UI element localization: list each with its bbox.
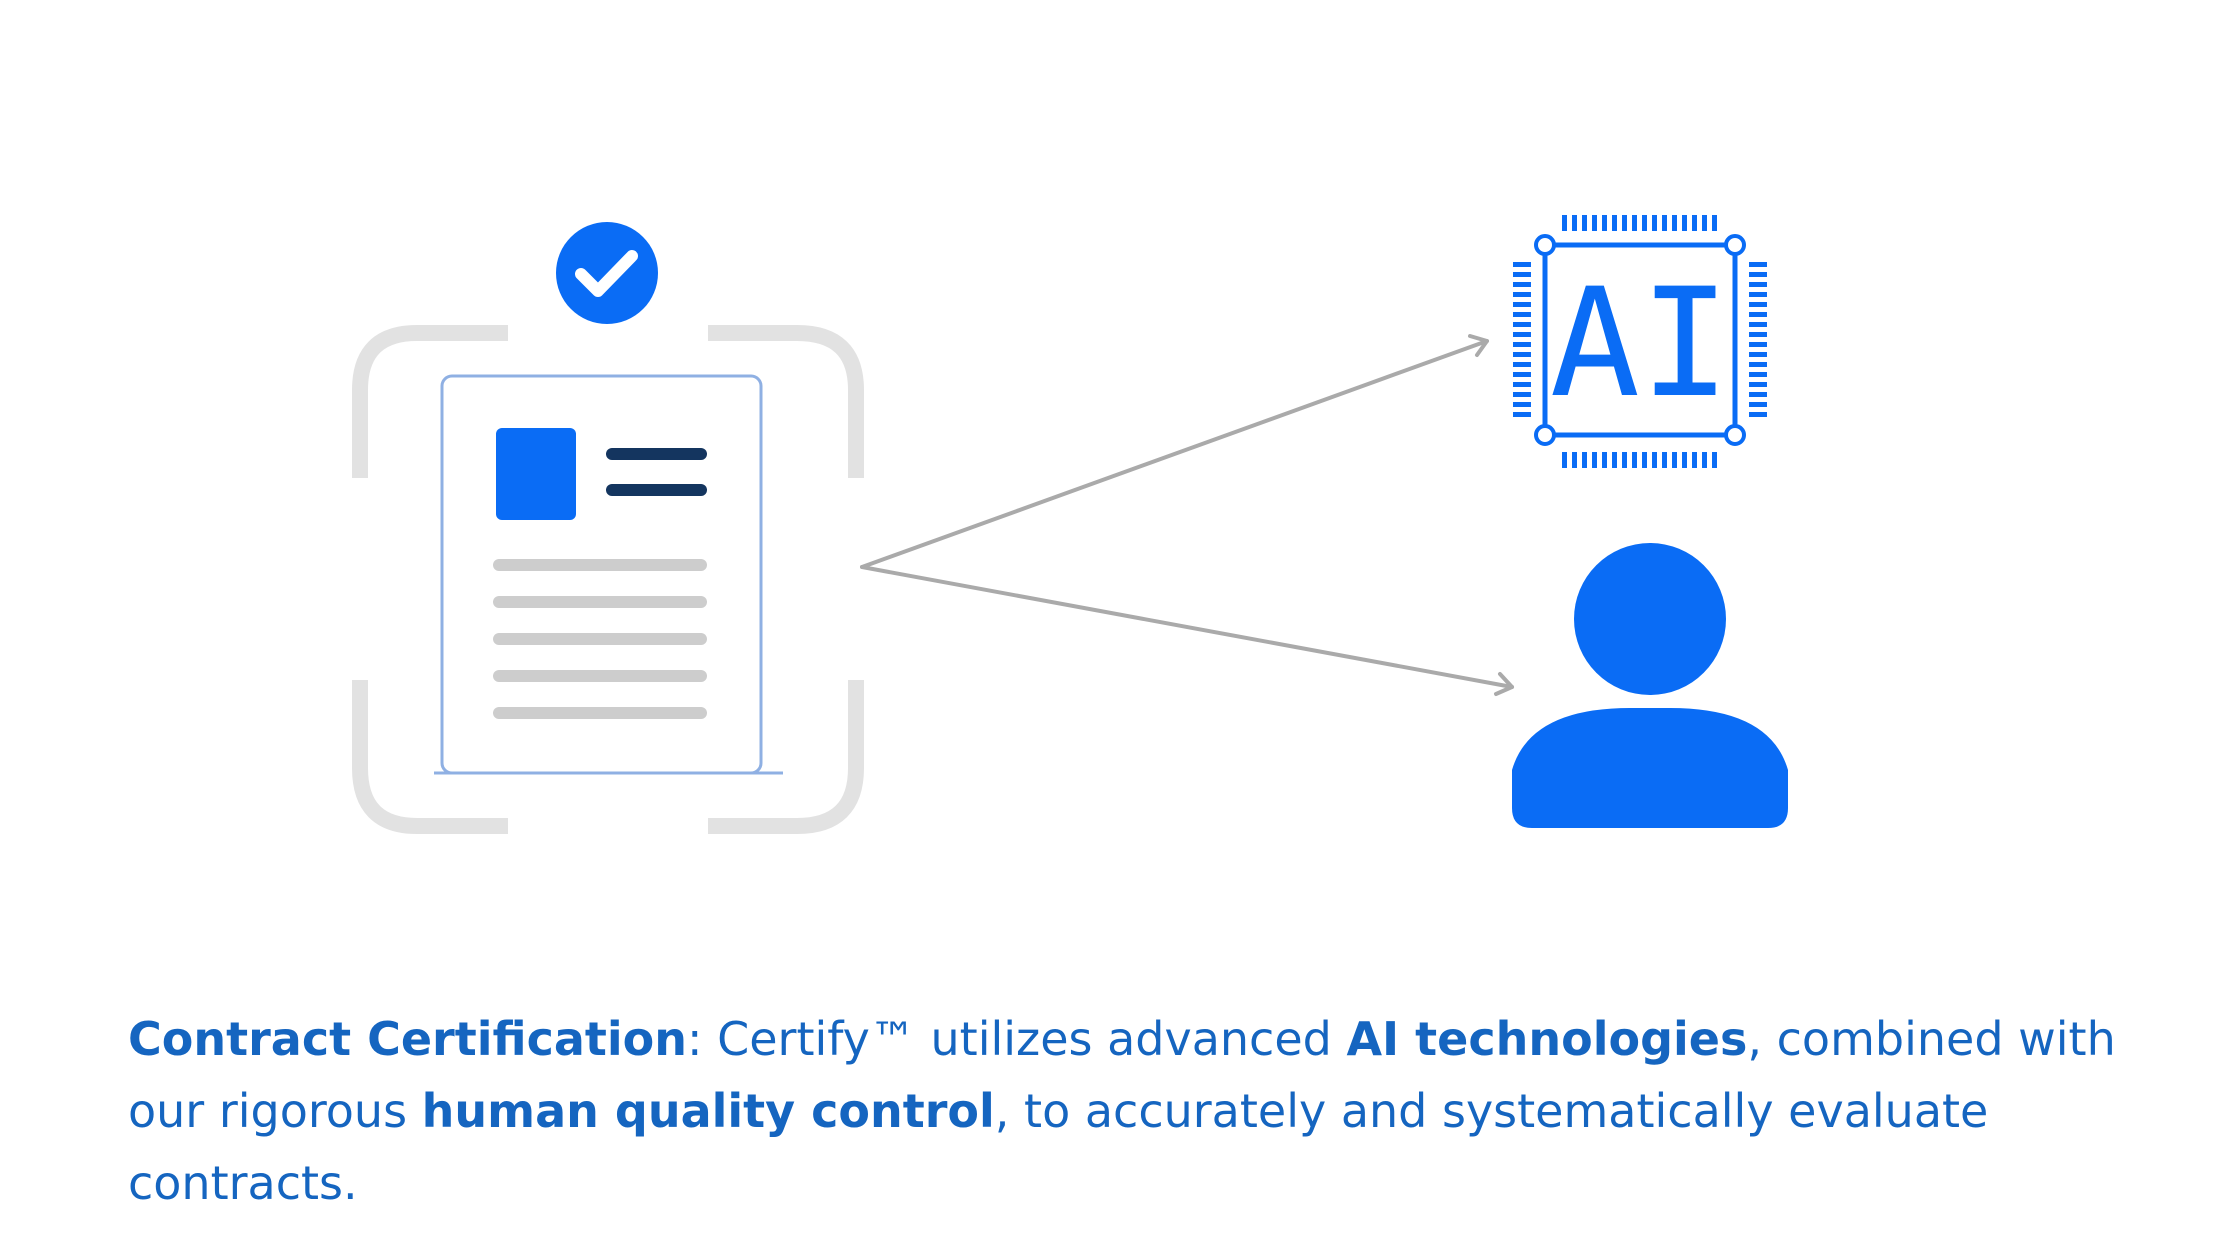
chip-body	[1542, 242, 1738, 438]
caption-text: , combined with our rigorous	[128, 1012, 2116, 1138]
caption-highlight-human: human quality control	[421, 1084, 995, 1138]
document-photo-block	[496, 428, 576, 520]
check-badge-circle	[556, 222, 658, 324]
scan-frame-corner-top-left	[352, 325, 508, 478]
chip-pins-top	[1562, 215, 1717, 231]
arrow-to-ai-head	[1468, 334, 1489, 357]
scan-frame-corner-bottom-left	[352, 680, 508, 834]
chip-corner-dot	[1534, 234, 1556, 256]
chip-corner-dot	[1724, 424, 1746, 446]
arrow-to-human-head	[1494, 672, 1514, 696]
chip-pins-left	[1513, 262, 1531, 417]
caption-highlight-ai: AI technologies	[1346, 1012, 1748, 1066]
person-head	[1574, 543, 1726, 695]
arrow-to-human	[860, 565, 1514, 689]
chip-corner-dot	[1534, 424, 1556, 446]
arrows	[860, 334, 1514, 696]
caption-text: : Certify™ utilizes advanced	[687, 1012, 1347, 1066]
chip-pins-bottom	[1562, 452, 1717, 468]
chip-label: AI	[1550, 257, 1731, 431]
contract-document-icon	[434, 374, 783, 775]
scan-frame-corner-bottom-right	[708, 680, 864, 834]
checkmark-badge-icon	[556, 222, 658, 324]
person-icon	[1512, 543, 1788, 828]
caption-term: Contract Certification	[128, 1012, 688, 1066]
caption-text: , to accurately and systematically evalu…	[128, 1084, 1989, 1210]
arrow-to-ai	[860, 339, 1489, 569]
chip-pins-right	[1749, 262, 1767, 417]
check-mark	[575, 250, 638, 297]
scan-frame	[352, 325, 864, 834]
caption: Contract Certification: Certify™ utilize…	[128, 1003, 2128, 1219]
chip-corner-dot	[1724, 234, 1746, 256]
person-body	[1512, 708, 1788, 828]
ai-chip-icon: AI	[1513, 215, 1767, 468]
document-text-lines	[493, 559, 707, 719]
scan-frame-corner-top-right	[708, 325, 864, 478]
